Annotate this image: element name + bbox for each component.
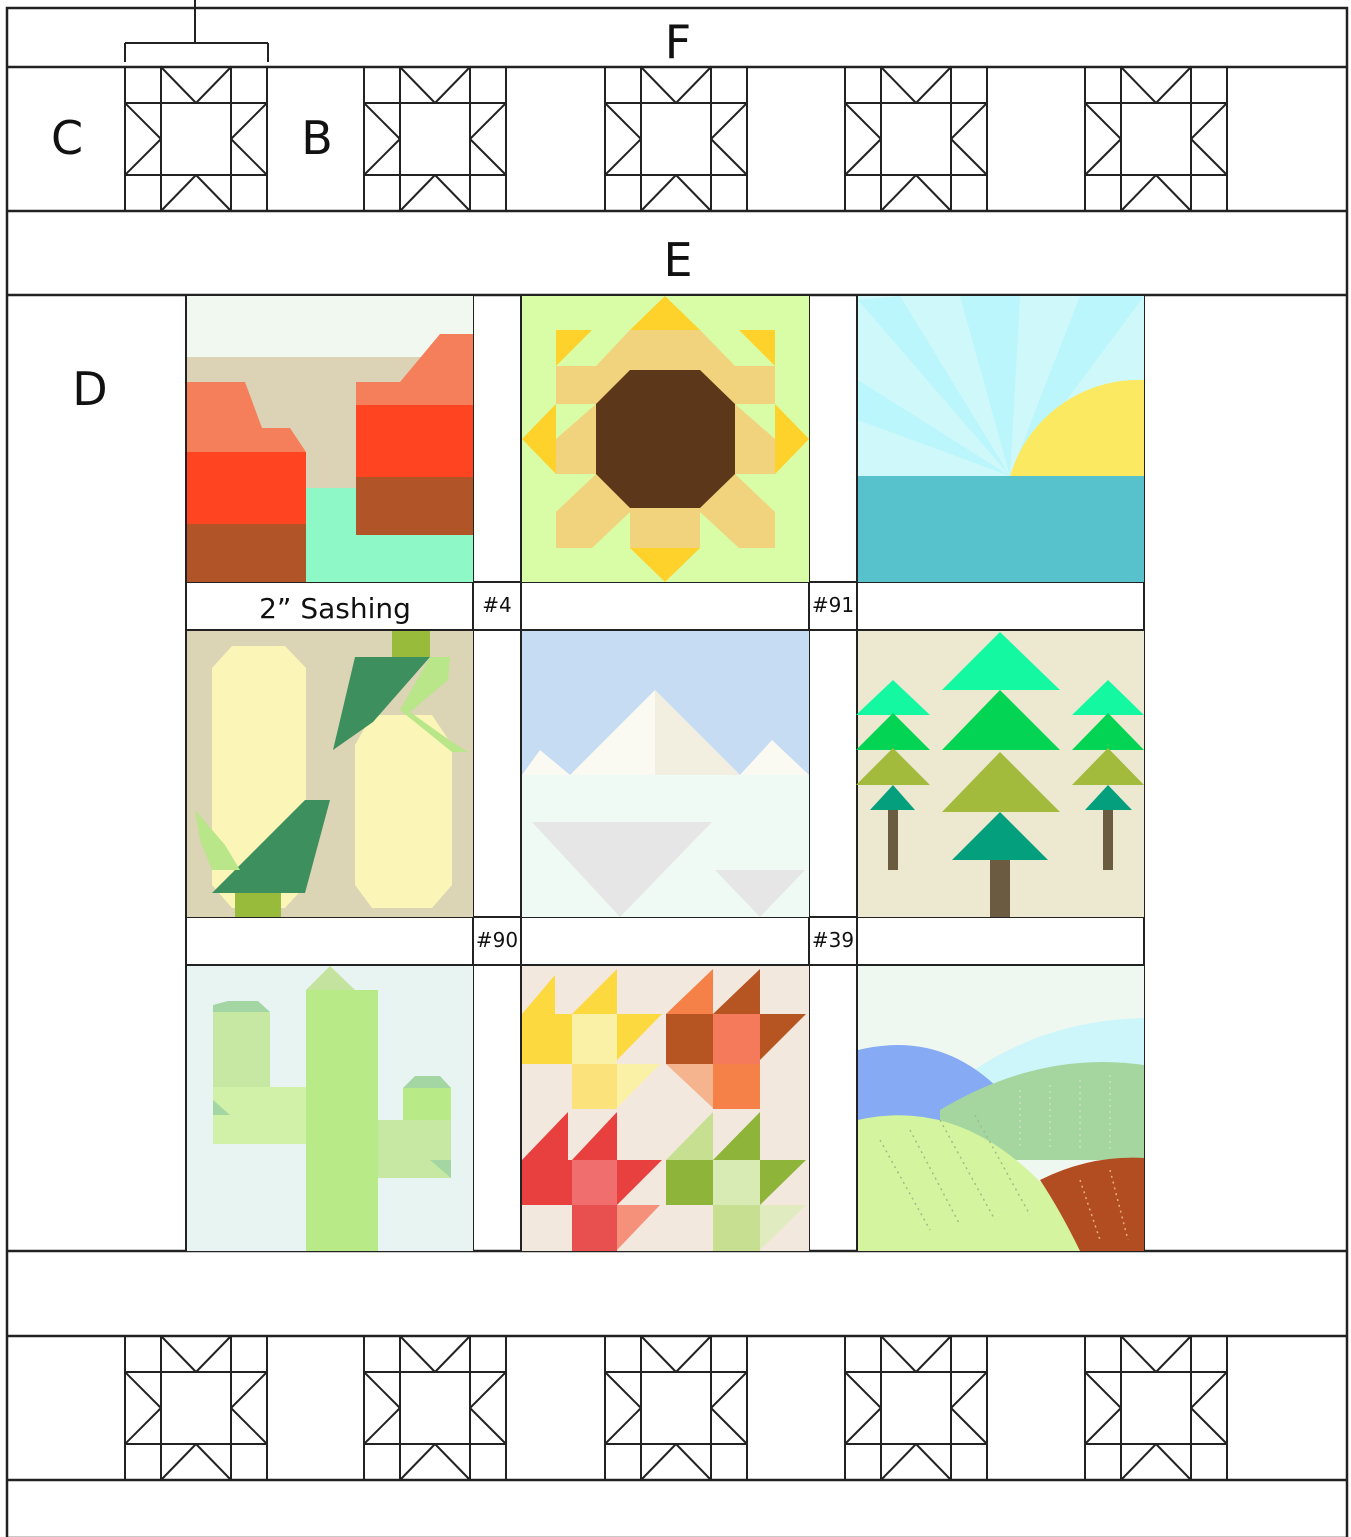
star-block-outline [845, 1336, 987, 1480]
star-block-outline [845, 67, 987, 211]
block-number-91: #91 [812, 593, 854, 617]
leaves-block [522, 966, 809, 1251]
star-block-outline [605, 67, 747, 211]
star-block-outline [125, 1336, 267, 1480]
trees-block [856, 631, 1144, 917]
mountain-block [522, 631, 809, 917]
fields-block [858, 966, 1144, 1251]
border-label-e: E [663, 233, 692, 287]
block-number-39: #39 [812, 928, 854, 952]
border-label-c: C [51, 111, 83, 165]
cactus-block [187, 966, 473, 1251]
block-number-4: #4 [482, 593, 511, 617]
measurement-bracket [125, 0, 268, 62]
corn-block [187, 631, 473, 917]
sunflower-block [522, 296, 809, 582]
star-block-outline [125, 67, 267, 211]
border-label-d: D [72, 362, 107, 416]
star-block-outline [1085, 67, 1227, 211]
block-number-90: #90 [476, 928, 518, 952]
star-block-outline [605, 1336, 747, 1480]
canyon-block [187, 296, 473, 582]
spacer-label-b: B [301, 111, 333, 165]
bottom-star-row [125, 1336, 1227, 1480]
sunrise-block [858, 296, 1144, 582]
top-star-row [125, 67, 1227, 211]
border-label-f: F [665, 15, 691, 69]
star-block-outline [1085, 1336, 1227, 1480]
sashing-label: 2” Sashing [259, 592, 411, 625]
star-block-outline [364, 67, 506, 211]
star-block-outline [364, 1336, 506, 1480]
